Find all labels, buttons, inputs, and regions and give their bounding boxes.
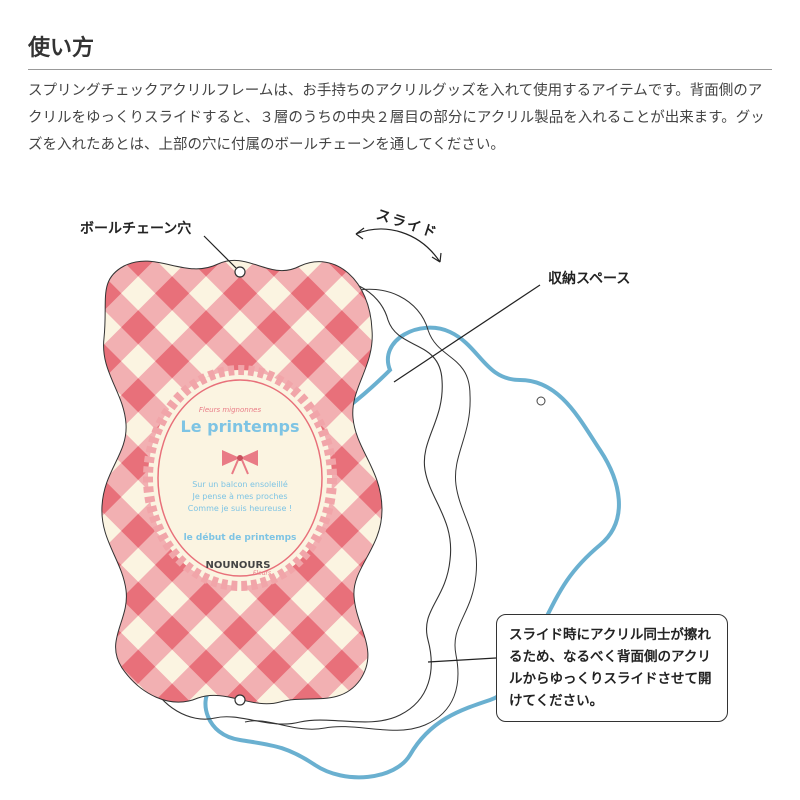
slide-arrow-icon [355, 228, 441, 263]
art-poem-line-1: Sur un balcon ensoleillé [192, 479, 288, 489]
note-leader [427, 657, 497, 663]
front-acrylic-artwork [101, 260, 383, 704]
art-subtitle: le début de printemps [184, 532, 297, 543]
art-brand-script: Fleurs [253, 570, 271, 577]
description-text: スプリングチェックアクリルフレームは、お手持ちのアクリルグッズを入れて使用するア… [28, 83, 765, 153]
ball-chain-leader [203, 235, 237, 269]
slide-note: スライド時にアクリル同士が擦れるため、なるべく背面側のアクリルからゆっくりスライ… [496, 614, 728, 722]
header-divider [28, 69, 772, 70]
storage-space-label: 収納スペース [548, 271, 631, 287]
ribbon-icon [222, 450, 258, 475]
page-title: 使い方 [28, 36, 95, 61]
storage-leader [393, 284, 541, 383]
art-small-script: Fleurs mignonnes [199, 406, 262, 414]
ball-chain-hole [234, 266, 246, 278]
middle-acrylic-layer-2 [244, 281, 478, 731]
art-main-title: Le printemps [181, 417, 300, 436]
ball-chain-hole-label: ボールチェーン穴 [80, 221, 192, 237]
art-poem-line-2: Je pense à mes proches [191, 492, 287, 501]
back-layer-hole [536, 396, 546, 406]
art-poem-line-3: Comme je suis heureuse ! [188, 504, 292, 513]
art-brand: NOUNOURS [206, 560, 271, 571]
bottom-hole [234, 694, 246, 706]
